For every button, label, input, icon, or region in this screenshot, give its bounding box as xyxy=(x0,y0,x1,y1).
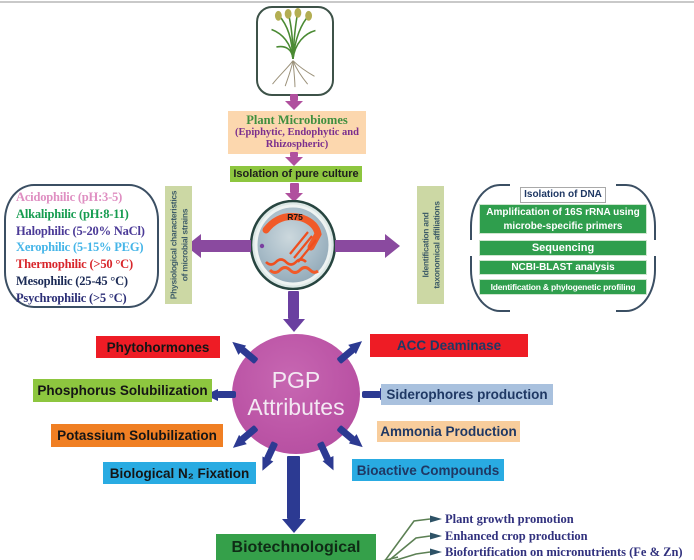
list-item-xerophilic: Xerophilic (5-15% PEG) xyxy=(16,240,144,255)
right-vertical-label-line1: Identification and xyxy=(419,212,430,278)
pure-culture-box: Isolation of pure culture xyxy=(230,166,362,182)
rice-plant-icon xyxy=(271,8,316,88)
top-border-line xyxy=(0,1,694,3)
plant-microbiomes-box: Plant Microbiomes (Epiphytic, Endophytic… xyxy=(228,111,366,154)
dna-header: Isolation of DNA xyxy=(520,187,606,203)
arrow-microbiomes-to-culture xyxy=(285,152,303,166)
attribute-phytohormones: Phytohormones xyxy=(96,336,220,358)
dna-step-ncbi-blast: NCBI-BLAST analysis xyxy=(479,260,647,275)
list-item-psychrophilic: Psychrophilic (>5 °C) xyxy=(16,290,127,305)
right-vertical-label: Identification and taxonomical affiliati… xyxy=(417,186,444,304)
dna-step-amplification: Amplification of 16S rRNA using microbe-… xyxy=(479,204,647,234)
right-vertical-label-line2: taxonomical affiliations xyxy=(430,201,441,289)
list-item-alkaliphilic: Alkaliphilic (pH:8-11) xyxy=(16,206,129,221)
attribute-ammonia-production: Ammonia Production xyxy=(377,421,520,442)
microbiomes-title: Plant Microbiomes xyxy=(246,113,348,127)
bracket-corner xyxy=(470,184,510,240)
arrow-petri-to-right-panel xyxy=(335,234,400,258)
attribute-bioactive-compounds: Bioactive Compounds xyxy=(352,459,504,481)
outcome-plant-growth: Plant growth promotion xyxy=(445,512,574,526)
arrow-to-bioactive xyxy=(314,440,339,474)
list-item-mesophilic: Mesophilic (25-45 °C) xyxy=(16,273,128,288)
petri-dish-label: R75 xyxy=(287,212,303,222)
dna-analysis-box: Isolation of DNA Amplification of 16S rR… xyxy=(470,184,656,312)
list-item-thermophilic: Thermophilic (>50 °C) xyxy=(16,257,133,272)
dna-step-sequencing: Sequencing xyxy=(479,240,647,256)
arrow-culture-to-petri xyxy=(285,183,303,202)
attribute-acc-deaminase: ACC Deaminase xyxy=(370,334,528,357)
biotechnological-box: Biotechnological xyxy=(216,534,376,560)
arrow-petri-to-left-panel xyxy=(186,234,251,258)
pgp-line2: Attributes xyxy=(247,394,345,420)
left-vertical-label-line1: Physiological characteristics xyxy=(167,190,178,300)
left-vertical-label-line2: of microbial strains xyxy=(178,208,189,282)
attribute-siderophores-production: Siderophores production xyxy=(381,384,553,405)
arrow-pgp-to-biotechnological xyxy=(281,456,306,533)
arrow-petri-to-pgp xyxy=(282,291,305,332)
outcome-crop-production: Enhanced crop production xyxy=(445,529,588,543)
outcome-biofortification: Biofortification on micronutrients (Fe &… xyxy=(445,545,683,559)
physiological-list-box: Acidophilic (pH:3-5) Alkaliphilic (pH:8-… xyxy=(4,184,159,308)
list-item-acidophilic: Acidophilic (pH:3-5) xyxy=(16,190,123,204)
plant-image-box xyxy=(256,6,334,96)
attribute-potassium-solubilization: Potassium Solubilization xyxy=(51,424,223,447)
pgp-line1: PGP xyxy=(271,367,321,393)
microbiomes-subtitle: (Epiphytic, Endophytic and Rhizospheric) xyxy=(234,127,359,150)
attribute-biological-n2-fixation: Biological N₂ Fixation xyxy=(103,462,256,484)
outcome-fan-arrows xyxy=(383,515,442,560)
petri-dish-photo: R75 xyxy=(249,199,337,291)
arrow-plant-to-microbiomes xyxy=(285,94,303,110)
attribute-phosphorus-solubilization: Phosphorus Solubilization xyxy=(33,379,212,402)
left-vertical-label: Physiological characteristics of microbi… xyxy=(165,186,192,304)
arrow-to-nitrogen-fixation xyxy=(256,440,281,474)
dna-step-identification: Identification & phylogenetic profiling xyxy=(479,279,647,295)
list-item-halophilic: Halophilic (5-20% NaCl) xyxy=(16,223,145,238)
petri-dish-icon: R75 xyxy=(249,199,337,291)
